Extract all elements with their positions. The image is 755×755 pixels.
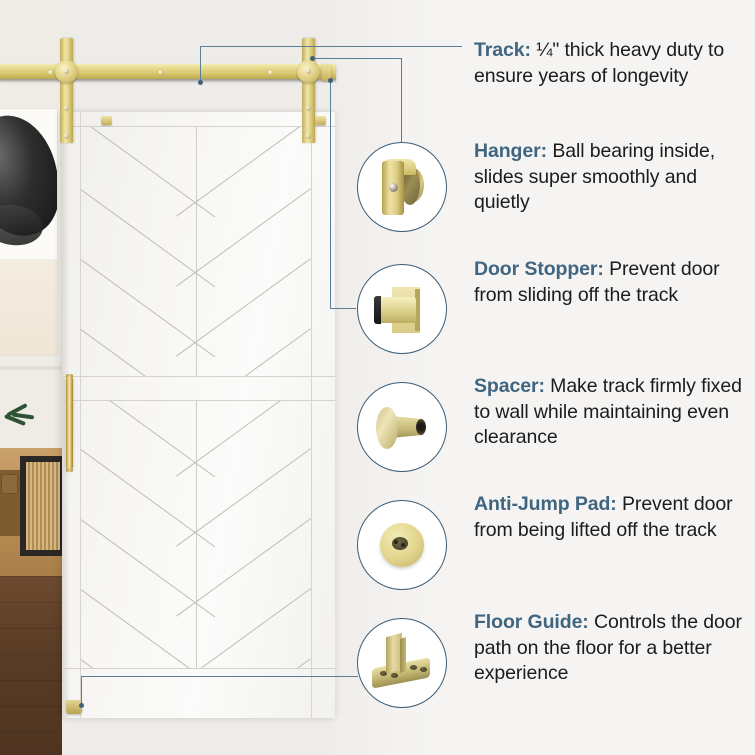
callout-text-hanger: Hanger: Ball bearing inside, slides supe…: [474, 139, 746, 216]
door-rail-mid-bottom: [62, 400, 335, 401]
callout-text-floor-guide: Floor Guide: Controls the door path on t…: [474, 610, 746, 687]
leader-dot-stopper: [328, 78, 333, 83]
shelf-line: [0, 366, 62, 370]
wood-floor: [0, 576, 62, 755]
product-photo-scene: [0, 0, 470, 755]
track-shadow: [0, 79, 336, 83]
anti-jump-pad-on-door: [315, 116, 326, 125]
leader-dot-hanger: [310, 56, 315, 61]
plant: [2, 398, 42, 428]
rattan-cane-panel: [26, 462, 60, 550]
track-bolt: [158, 70, 163, 75]
track-end-cap: [322, 64, 331, 81]
door-rail-top: [62, 126, 335, 127]
callout-body-spacer: Make track firmly fixed to wall while ma…: [474, 375, 742, 448]
floor-guide-on-door: [66, 700, 82, 714]
door-rail-bottom: [62, 668, 335, 669]
callout-body-door-stopper: Prevent door from sliding off the track: [474, 258, 720, 306]
door-rail-mid-top: [62, 376, 335, 377]
door-stopper-icon: [358, 265, 446, 353]
panel-center-line: [196, 127, 197, 376]
abstract-wall-art: [0, 108, 58, 356]
callout-bubble-floor-guide[interactable]: [357, 618, 447, 708]
callout-text-anti-jump-pad: Anti-Jump Pad: Prevent door from being l…: [474, 492, 746, 543]
callout-title-anti-jump-pad: Anti-Jump Pad:: [474, 493, 617, 515]
leader-dot-track: [198, 80, 203, 85]
woven-basket: [1, 474, 18, 494]
anti-jump-pad-icon: [358, 501, 446, 589]
callout-body-track: ¼" thick heavy duty to ensure years of l…: [474, 39, 725, 87]
spacer-standoff-icon: [358, 383, 446, 471]
track-bolt: [268, 70, 273, 75]
door-left-edge: [62, 112, 69, 718]
callout-body-floor-guide: Controls the door path on the floor for …: [474, 611, 742, 684]
chevron-panel-upper: [81, 127, 311, 376]
leader-floorguide-horizontal: [81, 676, 358, 677]
callout-body-anti-jump-pad: Prevent door from being lifted off the t…: [474, 493, 733, 541]
door-stile-right: [311, 112, 312, 718]
floor-guide-icon: [358, 619, 446, 707]
callout-bubble-door-stopper[interactable]: [357, 264, 447, 354]
callout-bubble-hanger[interactable]: [357, 142, 447, 232]
callout-text-spacer: Spacer: Make track firmly fixed to wall …: [474, 374, 746, 451]
track-bolt: [48, 70, 53, 75]
leader-stopper-horizontal: [330, 308, 356, 309]
room-background: [0, 0, 62, 755]
callout-text-panel: Track: ¼" thick heavy duty to ensure yea…: [470, 0, 755, 755]
leader-track-vertical: [200, 46, 201, 82]
hanger-roller-icon: [358, 143, 446, 231]
callout-title-spacer: Spacer:: [474, 375, 545, 397]
chevron-panel-lower: [81, 401, 311, 668]
leader-dot-floorguide: [79, 703, 84, 708]
track-rail: [0, 64, 336, 79]
leader-floorguide-vertical: [81, 676, 82, 706]
callout-text-track: Track: ¼" thick heavy duty to ensure yea…: [474, 38, 746, 89]
callout-bubble-spacer[interactable]: [357, 382, 447, 472]
leader-hanger-horizontal: [313, 58, 402, 59]
callout-text-door-stopper: Door Stopper: Prevent door from sliding …: [474, 257, 746, 308]
anti-jump-pad-on-door: [101, 116, 112, 125]
callout-title-door-stopper: Door Stopper:: [474, 258, 604, 280]
callout-bubble-anti-jump-pad[interactable]: [357, 500, 447, 590]
door-stile-left: [80, 112, 81, 718]
handle-cap-bottom: [66, 468, 73, 472]
leader-track-horizontal: [200, 46, 462, 47]
leader-stopper-vertical: [330, 80, 331, 308]
barn-door-slab: [62, 112, 335, 718]
callout-title-hanger: Hanger:: [474, 140, 547, 162]
callout-body-hanger: Ball bearing inside, slides super smooth…: [474, 140, 716, 213]
leader-hanger-vertical: [401, 58, 402, 142]
door-pull-handle[interactable]: [66, 376, 73, 470]
callout-title-floor-guide: Floor Guide:: [474, 611, 589, 633]
panel-center-line: [196, 401, 197, 668]
callout-title-track: Track:: [474, 39, 531, 61]
